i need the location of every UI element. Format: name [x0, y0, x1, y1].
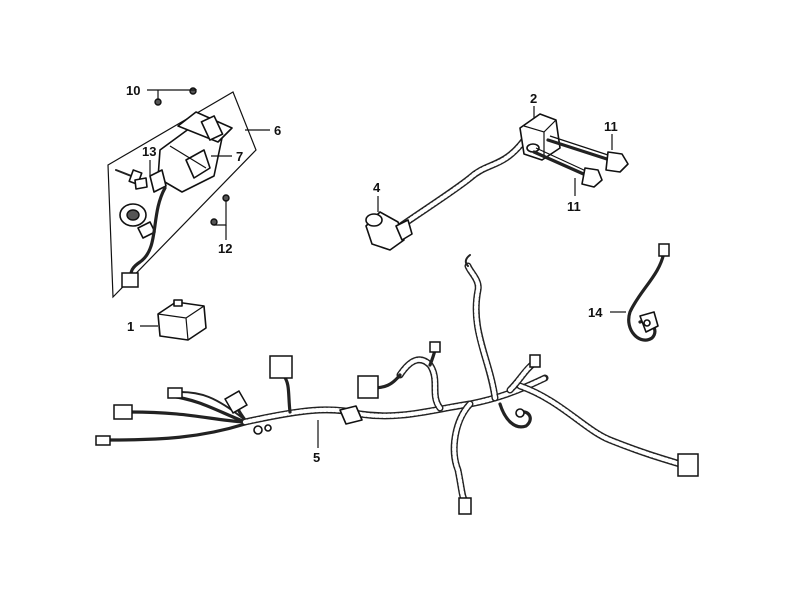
callout-7: 7 [236, 149, 243, 164]
callout-11-lower: 11 [567, 199, 581, 214]
coil-2 [519, 113, 561, 161]
spark-plug-cap-4 [365, 211, 413, 251]
bolts-11 [532, 134, 629, 196]
ignition-switch [157, 111, 233, 193]
callout-11-upper: 11 [604, 119, 618, 134]
switch-connector [121, 272, 139, 288]
kit-leaders [147, 89, 270, 240]
bolt-lower [532, 147, 603, 188]
ignition-coil-assembly [365, 106, 561, 251]
callout-5: 5 [313, 450, 320, 465]
bolt-upper [546, 135, 629, 173]
main-wiring-harness-5 [95, 254, 699, 515]
relay-1 [140, 299, 207, 341]
ignition-switch-kit [107, 87, 257, 299]
callout-6: 6 [274, 123, 281, 138]
callout-2: 2 [530, 91, 537, 106]
sensor-lead-14 [610, 243, 670, 342]
screw-13 [115, 169, 148, 190]
callout-14: 14 [588, 305, 603, 320]
callout-12: 12 [218, 241, 232, 256]
callout-10: 10 [126, 83, 140, 98]
callout-13: 13 [142, 144, 156, 159]
callout-1: 1 [127, 319, 134, 334]
callout-4: 4 [373, 180, 381, 195]
